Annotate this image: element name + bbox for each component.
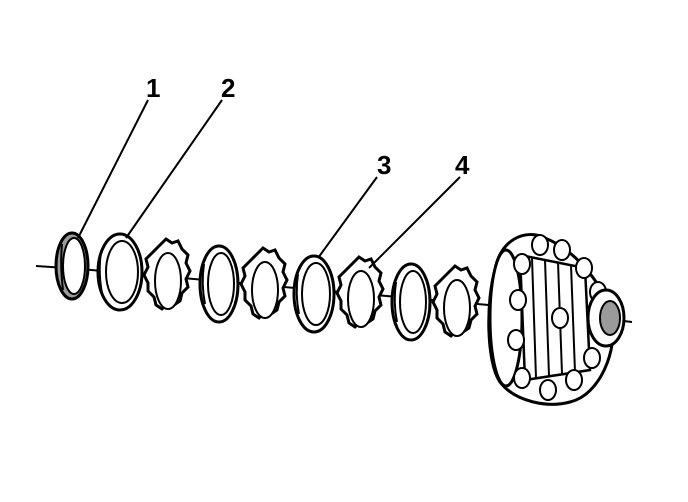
friction-plate-a bbox=[142, 237, 192, 311]
leader-lines bbox=[77, 99, 461, 269]
steel-plate-d bbox=[390, 262, 432, 342]
callout-2: 2 bbox=[221, 73, 235, 103]
hub-bolt-bosses bbox=[507, 234, 607, 401]
friction-plate-e bbox=[431, 264, 481, 338]
steel-plate-3 bbox=[292, 254, 336, 334]
callout-3: 3 bbox=[377, 150, 391, 180]
friction-plate-4 bbox=[335, 255, 385, 329]
steel-plate-b bbox=[198, 244, 240, 324]
callout-4: 4 bbox=[455, 150, 470, 180]
friction-plate-c bbox=[239, 246, 289, 320]
callout-1: 1 bbox=[146, 73, 160, 103]
snap-ring bbox=[54, 231, 90, 301]
backing-plate bbox=[96, 232, 144, 312]
clutch-hub-housing bbox=[487, 233, 626, 406]
